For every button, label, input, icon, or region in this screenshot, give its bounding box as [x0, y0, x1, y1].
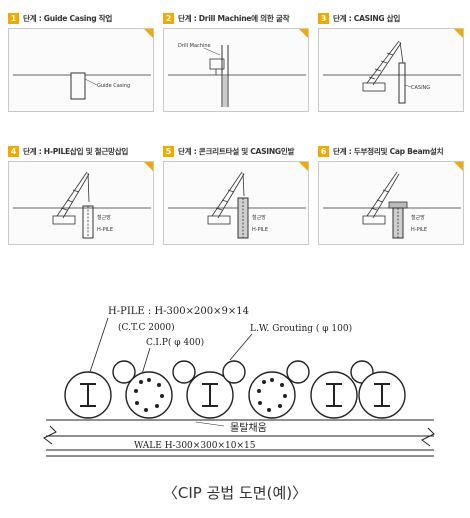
cip-spec: C.I.P( φ 400) — [146, 337, 204, 348]
step-label: Guide Casing — [97, 83, 130, 89]
corner-tab-icon — [454, 29, 463, 38]
step-number-badge: 3 — [318, 12, 329, 24]
step-number-badge: 2 — [163, 12, 174, 24]
step-illustration: Guide Casing — [8, 28, 154, 112]
grout-spec: L.W. Grouting ( φ 100) — [250, 323, 352, 334]
corner-tab-icon — [144, 162, 153, 171]
ctc-spec: (C.T.C 2000) — [118, 322, 175, 333]
step-1: 1 단계 : Guide Casing 작업 Guide Casing — [8, 10, 154, 112]
step-6: 6 단계 : 두부정리및 Cap Beam설치 철근망 H-PILE — [318, 143, 464, 245]
step-number-badge: 4 — [8, 145, 19, 157]
step-title: 단계 : H-PILE삽입 및 철근망삽입 — [23, 146, 129, 156]
step-title: 단계 : Guide Casing 작업 — [23, 13, 113, 23]
step-label: CASING — [411, 85, 430, 91]
step-number-badge: 5 — [163, 145, 174, 157]
corner-tab-icon — [299, 162, 308, 171]
step-2: 2 단계 : Drill Machine에 의한 굴착 Drill Machin… — [163, 10, 309, 112]
step-title: 단계 : 두부정리및 Cap Beam설치 — [333, 146, 444, 156]
corner-tab-icon — [299, 29, 308, 38]
step-illustration: Drill Machine — [163, 28, 309, 112]
step-5: 5 단계 : 콘크리트타설 및 CASING인발 철근망 H-PILE — [163, 143, 309, 245]
mortar-label: 몰탈채움 — [230, 421, 267, 434]
step-illustration: 철근망 H-PILE — [318, 161, 464, 245]
step-title: 단계 : Drill Machine에 의한 굴착 — [178, 13, 290, 23]
step-3: 3 단계 : CASING 삽입 CASING — [318, 10, 464, 112]
hpile-spec: H-PILE : H-300×200×9×14 — [108, 306, 249, 317]
corner-tab-icon — [454, 162, 463, 171]
step-illustration: 철근망 H-PILE — [163, 161, 309, 245]
wale-label: WALE H-300×300×10×15 — [134, 441, 256, 451]
step-illustration: 철근망 H-PILE — [8, 161, 154, 245]
step-label: H-PILE — [97, 227, 113, 233]
step-label: Drill Machine — [178, 43, 211, 49]
figure-caption: 〈CIP 공법 도면(예)〉 — [162, 484, 308, 502]
step-label: H-PILE — [411, 227, 427, 233]
step-label: 철근망 — [252, 214, 266, 221]
step-label: H-PILE — [252, 227, 268, 233]
step-label: 철근망 — [411, 214, 425, 221]
step-title: 단계 : 콘크리트타설 및 CASING인발 — [178, 146, 295, 156]
step-number-badge: 6 — [318, 145, 329, 157]
cip-plan-drawing: H-PILE : H-300×200×9×14 (C.T.C 2000) C.I… — [43, 306, 435, 457]
step-label: 철근망 — [97, 214, 111, 221]
step-number-badge: 1 — [8, 12, 19, 24]
step-title: 단계 : CASING 삽입 — [333, 13, 401, 23]
corner-tab-icon — [144, 29, 153, 38]
step-illustration: CASING — [318, 28, 464, 112]
step-4: 4 단계 : H-PILE삽입 및 철근망삽입 철근망 H-PILE — [8, 143, 154, 245]
